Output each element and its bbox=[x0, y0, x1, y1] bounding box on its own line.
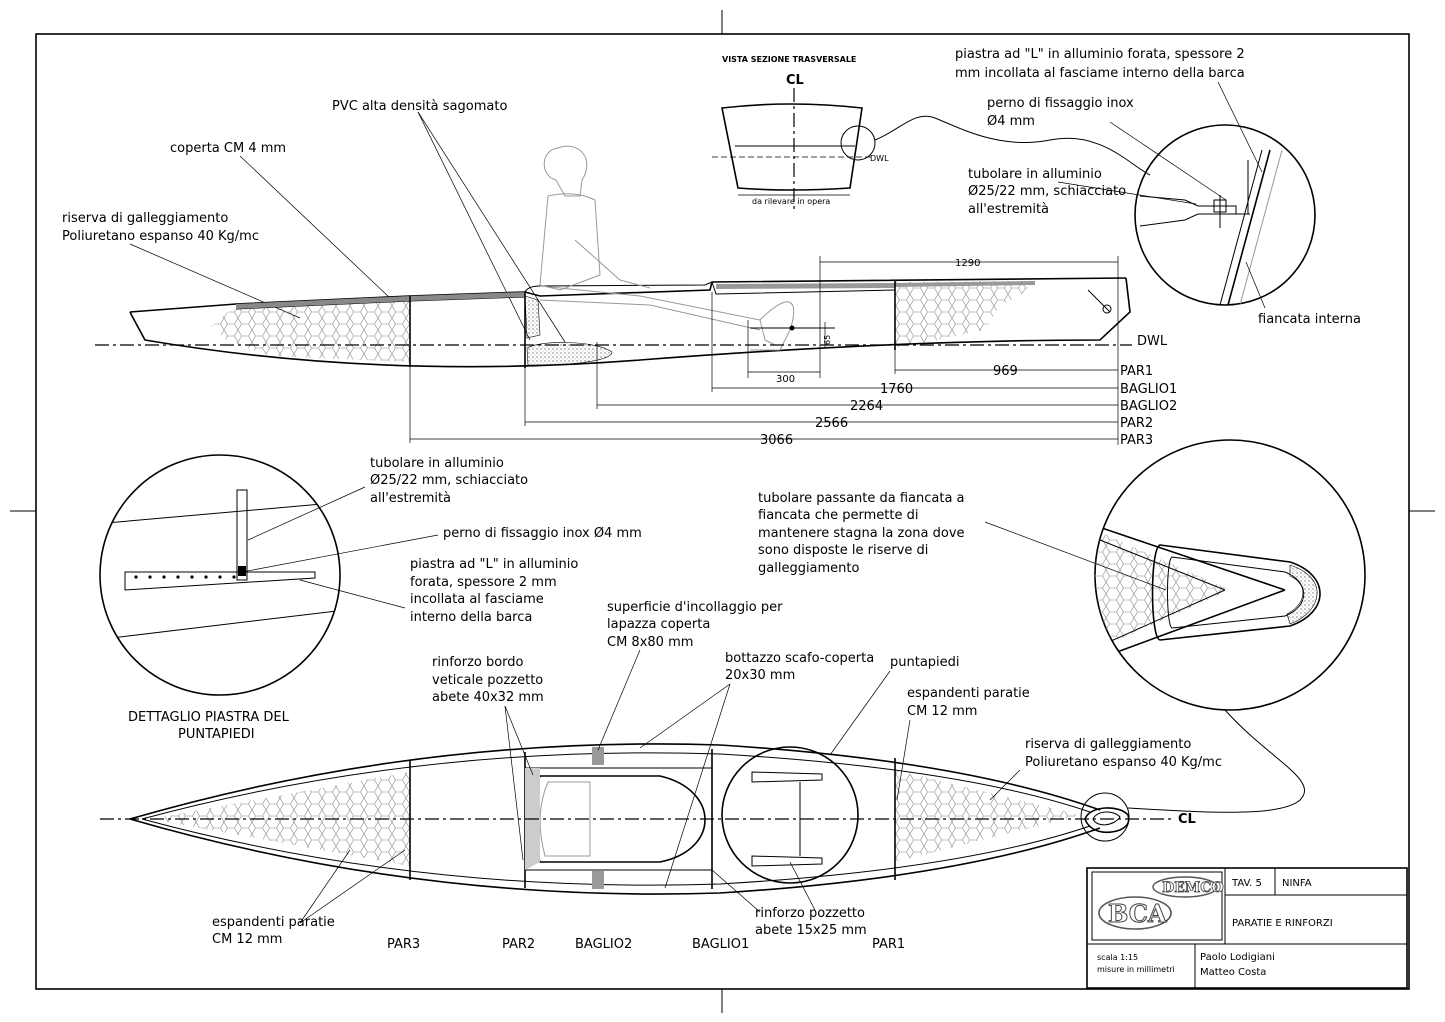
detail-tub-l2: Ø25/22 mm, schiacciato bbox=[370, 473, 528, 488]
puntapiedi-label: puntapiedi bbox=[890, 655, 960, 670]
station-par3: PAR3 bbox=[1120, 433, 1153, 448]
section-note: da rilevare in opera bbox=[752, 197, 830, 206]
riserva-plan-l2: Poliuretano espanso 40 Kg/mc bbox=[1025, 755, 1222, 770]
passante-l3: mantenere stagna la zona dove bbox=[758, 526, 965, 541]
title-block bbox=[1086, 867, 1408, 989]
dim-65: 65 bbox=[823, 335, 832, 345]
dim-1290: 1290 bbox=[955, 258, 980, 269]
dim-969: 969 bbox=[993, 364, 1018, 379]
plan-station-par1: PAR1 bbox=[872, 937, 905, 952]
plan-station-par2: PAR2 bbox=[502, 937, 535, 952]
plan-foam-bow bbox=[895, 770, 1080, 862]
callout-perno-l2: Ø4 mm bbox=[987, 114, 1035, 129]
logo-bca: BCA bbox=[1108, 899, 1167, 928]
station-par2: PAR2 bbox=[1120, 416, 1153, 431]
leader-lines-plan bbox=[299, 649, 1021, 924]
section-cl-mark: CL bbox=[786, 73, 804, 88]
detail-piastra-l1: piastra ad "L" in alluminio bbox=[410, 557, 578, 572]
superficie-l2: lapazza coperta bbox=[607, 617, 710, 632]
station-baglio2: BAGLIO2 bbox=[1120, 399, 1177, 414]
plan-cl-mark: CL bbox=[1178, 812, 1196, 827]
riserva-plan-l1: riserva di galleggiamento bbox=[1025, 737, 1191, 752]
callout-pvc: PVC alta densità sagomato bbox=[332, 99, 507, 114]
detail-circle-passante bbox=[1094, 439, 1366, 813]
callout-tubolare-l3: all'estremità bbox=[968, 202, 1049, 217]
detail-title-l1: DETTAGLIO PIASTRA DEL bbox=[128, 710, 290, 725]
leader-lines-top bbox=[129, 81, 1266, 343]
detail-tub-l1: tubolare in alluminio bbox=[370, 456, 504, 471]
detail-piastra-l2: forata, spessore 2 mm bbox=[410, 575, 557, 590]
callout-riserva-l2: Poliuretano espanso 40 Kg/mc bbox=[62, 229, 259, 244]
logo-demco: DEMCO bbox=[1162, 880, 1224, 896]
passante-l4: sono disposte le riserve di bbox=[758, 543, 928, 558]
plan-view: CL bbox=[100, 743, 1196, 895]
section-dwl-small: DWL bbox=[870, 154, 889, 163]
espandenti2-l1: espandenti paratie bbox=[212, 915, 335, 930]
tav-number: TAV. 5 bbox=[1231, 878, 1262, 889]
bottazzo-l1: bottazzo scafo-coperta bbox=[725, 651, 874, 666]
passante-l5: galleggiamento bbox=[758, 561, 860, 576]
detail-tub-l3: all'estremità bbox=[370, 491, 451, 506]
passante-l2: fiancata che permette di bbox=[758, 508, 918, 523]
callout-perno-l1: perno di fissaggio inox bbox=[987, 96, 1134, 111]
callout-coperta: coperta CM 4 mm bbox=[170, 141, 286, 156]
side-view: 300 65 1290 DWL bbox=[95, 145, 1168, 385]
callout-piastra-l1: piastra ad "L" in alluminio forata, spes… bbox=[955, 47, 1245, 62]
author-l2: Matteo Costa bbox=[1200, 967, 1266, 978]
plan-station-par3: PAR3 bbox=[387, 937, 420, 952]
dimension-chain bbox=[409, 285, 1119, 445]
station-baglio1: BAGLIO1 bbox=[1120, 382, 1177, 397]
station-par1: PAR1 bbox=[1120, 364, 1153, 379]
passante-l1: tubolare passante da fiancata a bbox=[758, 491, 965, 506]
espandenti-l1: espandenti paratie bbox=[907, 686, 1030, 701]
detail-perno: perno di fissaggio inox Ø4 mm bbox=[443, 526, 642, 541]
detail-circle-footrest bbox=[99, 454, 341, 696]
rinforzo-bordo-l3: abete 40x32 mm bbox=[432, 690, 544, 705]
detail-title-l2: PUNTAPIEDI bbox=[178, 727, 255, 742]
dim-300: 300 bbox=[776, 374, 795, 385]
author-l1: Paolo Lodigiani bbox=[1200, 952, 1275, 963]
section-view-title: VISTA SEZIONE TRASVERSALE bbox=[722, 55, 856, 64]
side-foam-pvc-bottom bbox=[526, 342, 613, 366]
sheet-subject: PARATIE E RINFORZI bbox=[1232, 918, 1333, 929]
callout-tubolare-l2: Ø25/22 mm, schiacciato bbox=[968, 184, 1126, 199]
side-foam-bow bbox=[895, 281, 1035, 348]
bottazzo-l2: 20x30 mm bbox=[725, 668, 795, 683]
rinforzo-pozz-l1: rinforzo pozzetto bbox=[755, 906, 865, 921]
dim-2264: 2264 bbox=[850, 399, 883, 414]
scale-l1: scala 1:15 bbox=[1097, 953, 1138, 962]
superficie-l3: CM 8x80 mm bbox=[607, 635, 693, 650]
dim-1760: 1760 bbox=[880, 382, 913, 397]
dwl-label: DWL bbox=[1137, 334, 1168, 349]
side-foam-pvc-top bbox=[524, 295, 541, 339]
piastra-holes bbox=[134, 575, 236, 579]
callout-fiancata: fiancata interna bbox=[1258, 312, 1361, 327]
leader-lines-detail bbox=[241, 486, 439, 609]
rinforzo-bordo-l1: rinforzo bordo bbox=[432, 655, 524, 670]
detail-piastra-l3: incollata al fasciame bbox=[410, 592, 544, 607]
espandenti-l2: CM 12 mm bbox=[907, 704, 977, 719]
superficie-l1: superficie d'incollaggio per bbox=[607, 600, 783, 615]
detail-piastra-l4: interno della barca bbox=[410, 610, 532, 625]
callout-piastra-l2: mm incollata al fasciame interno della b… bbox=[955, 66, 1245, 81]
section-view: VISTA SEZIONE TRASVERSALE CL DWL da rile… bbox=[712, 55, 1151, 210]
dim-2566: 2566 bbox=[815, 416, 848, 431]
detail-circle-bracket bbox=[1134, 124, 1316, 306]
callout-tubolare-l1: tubolare in alluminio bbox=[968, 167, 1102, 182]
logo-demco-ellipse bbox=[1152, 876, 1218, 898]
callout-riserva-l1: riserva di galleggiamento bbox=[62, 211, 228, 226]
paddler-ghost bbox=[539, 145, 795, 351]
plan-station-baglio1: BAGLIO1 bbox=[692, 937, 749, 952]
scale-l2: misure in millimetri bbox=[1097, 965, 1175, 974]
side-foam-stern bbox=[212, 297, 410, 362]
logo-bca-ellipse bbox=[1098, 896, 1172, 930]
dim-3066: 3066 bbox=[760, 433, 793, 448]
project-name: NINFA bbox=[1282, 878, 1312, 889]
rinforzo-pozz-l2: abete 15x25 mm bbox=[755, 923, 867, 938]
espandenti2-l2: CM 12 mm bbox=[212, 932, 282, 947]
rinforzo-bordo-l2: veticale pozzetto bbox=[432, 673, 543, 688]
plan-station-baglio2: BAGLIO2 bbox=[575, 937, 632, 952]
